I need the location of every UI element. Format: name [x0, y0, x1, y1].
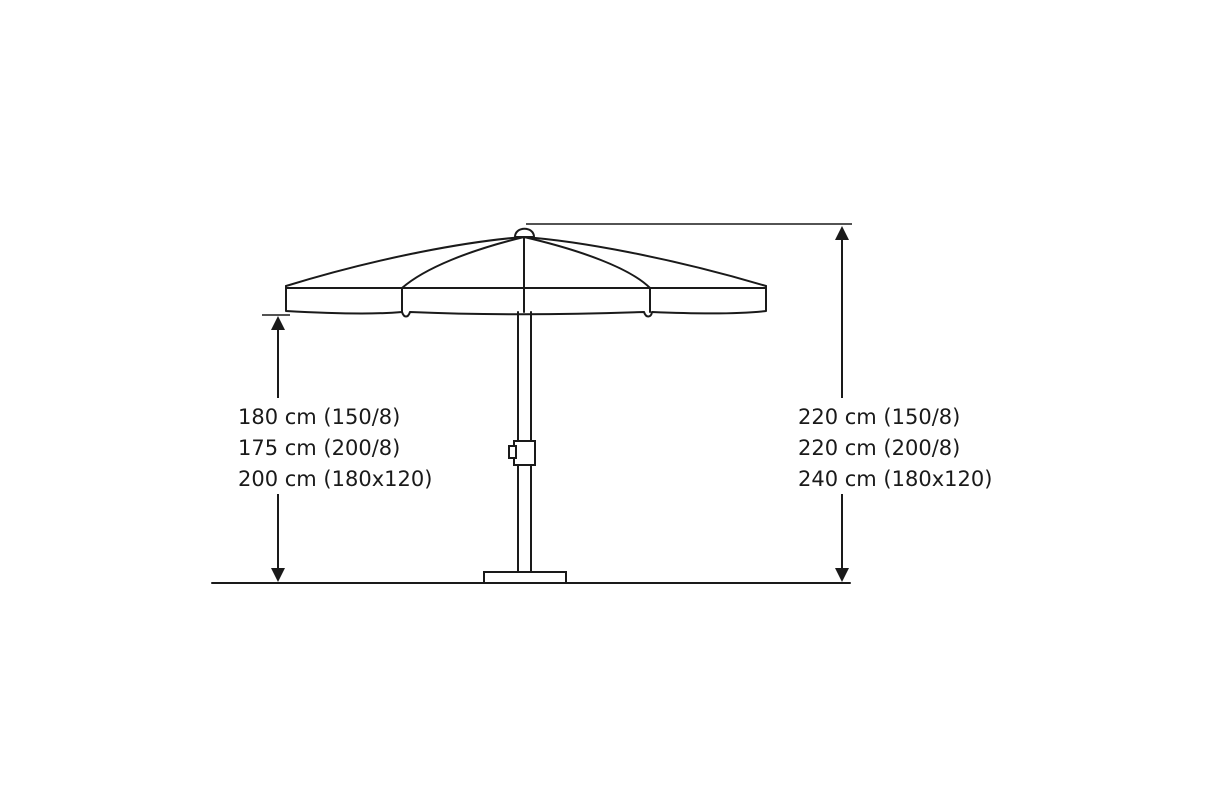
- right-dimension-label-2: 220 cm (200/8): [798, 436, 960, 460]
- left-label-background: [234, 398, 430, 494]
- left-dimension-label-1: 180 cm (150/8): [238, 405, 400, 429]
- right-dimension-label-3: 240 cm (180x120): [798, 467, 992, 491]
- left-dimension-label-2: 175 cm (200/8): [238, 436, 400, 460]
- right-label-background: [794, 398, 990, 494]
- umbrella-base: [483, 571, 567, 584]
- left-dimension-label-3: 200 cm (180x120): [238, 467, 432, 491]
- right-dimension-label-1: 220 cm (150/8): [798, 405, 960, 429]
- crank-handle: [508, 440, 536, 466]
- umbrella-canopy: [285, 227, 767, 318]
